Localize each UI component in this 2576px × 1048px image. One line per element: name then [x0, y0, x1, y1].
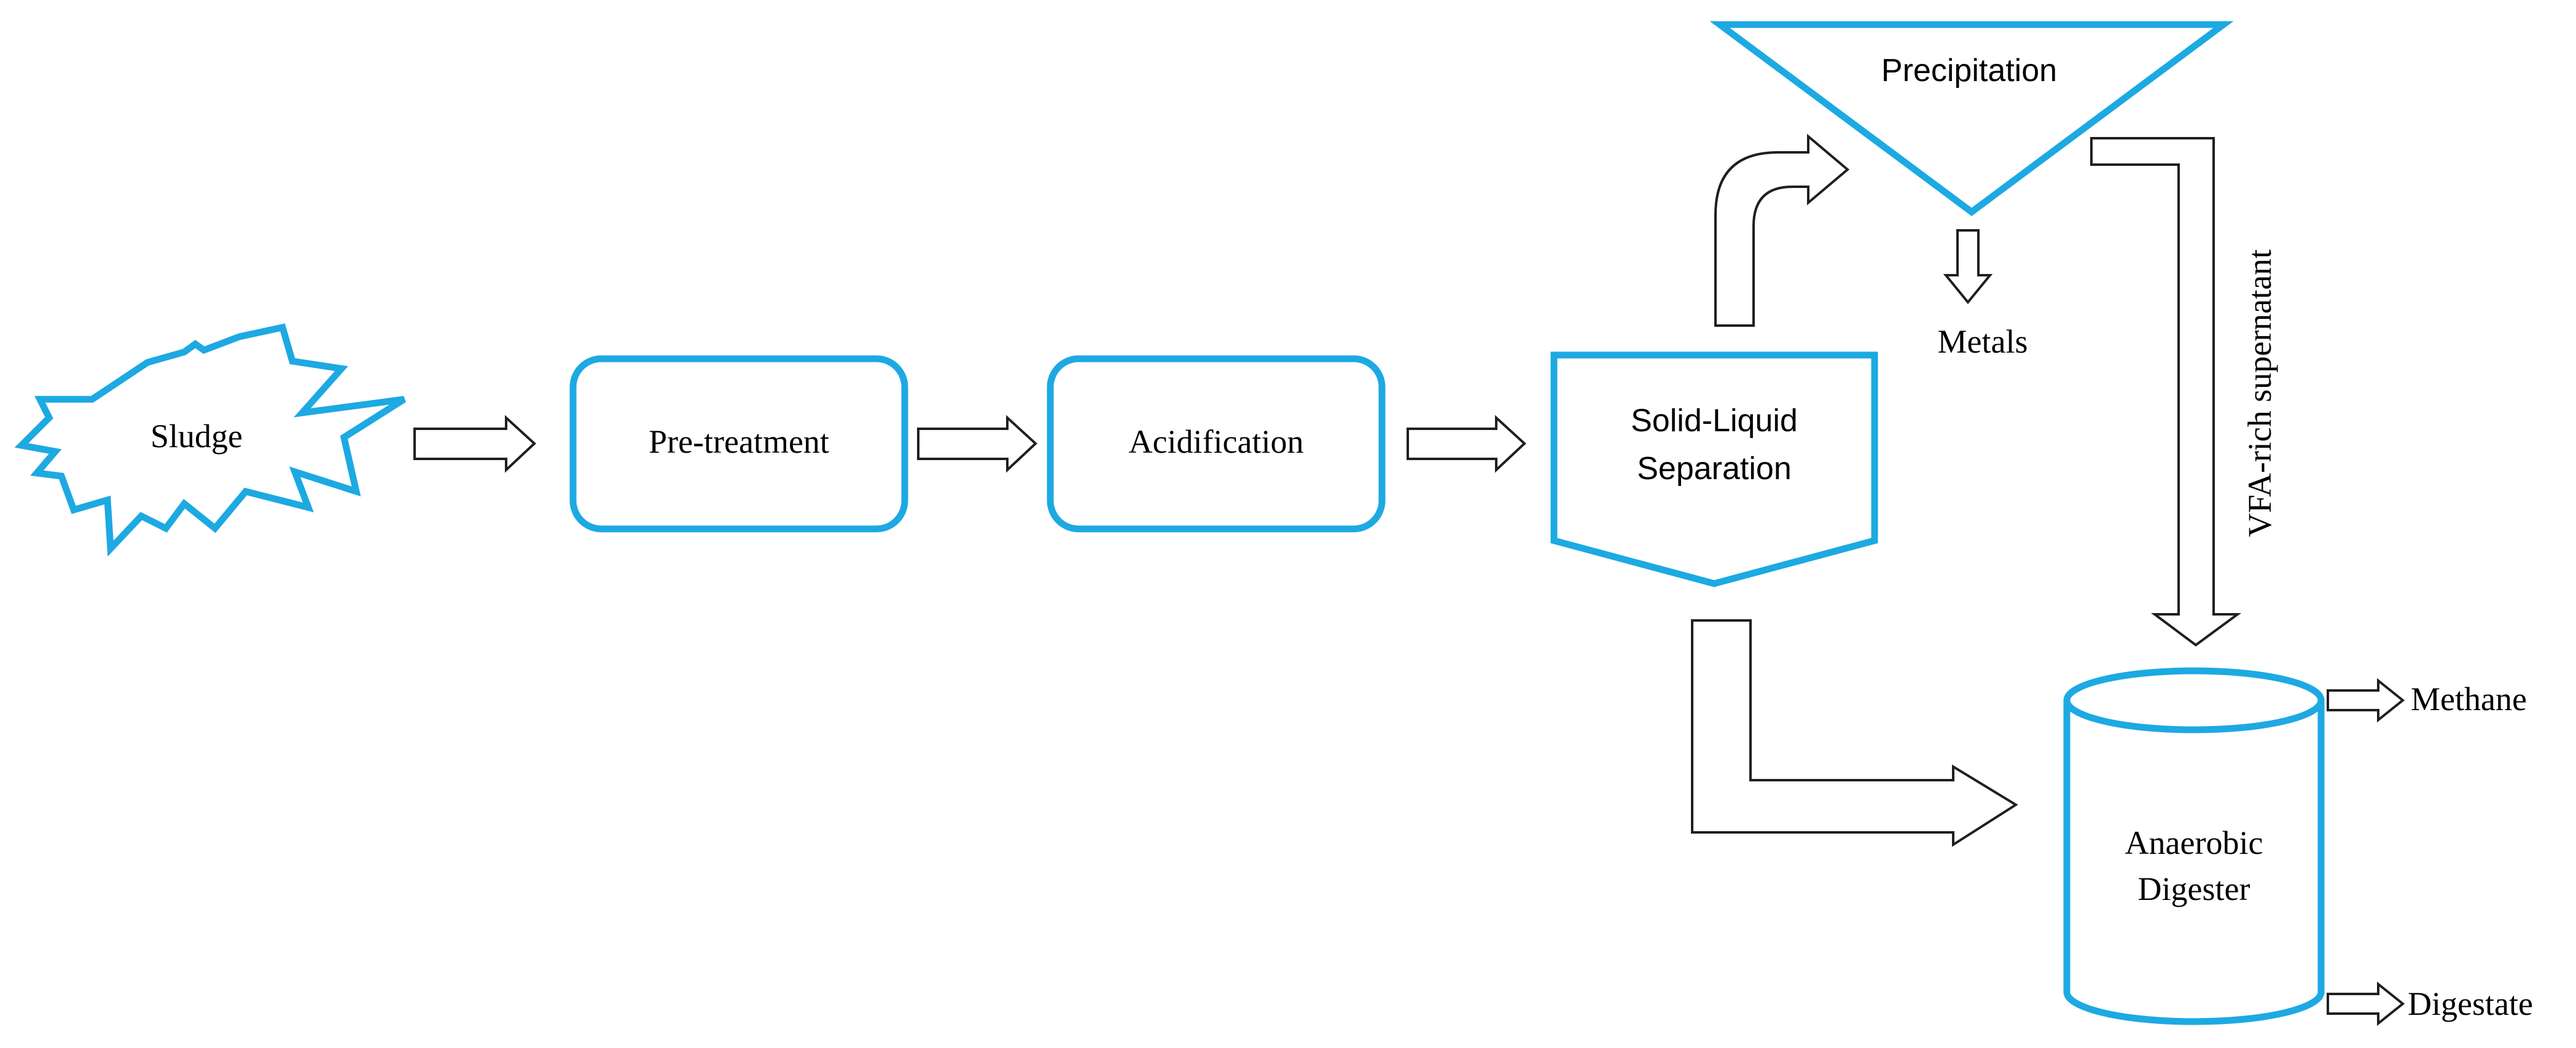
arrow-sludge-to-pretreatment: [413, 415, 536, 473]
digester-label-line2: Digester: [2138, 870, 2250, 907]
precipitation-shape: [1709, 21, 2234, 216]
arrow-separation-to-digester: [1691, 619, 2018, 847]
digestate-label: Digestate: [2408, 985, 2533, 1022]
separation-label-line1: Solid-Liquid: [1631, 403, 1798, 439]
sludge-node: Sludge: [14, 323, 406, 557]
methane-label: Methane: [2411, 681, 2527, 718]
separation-label-line2: Separation: [1637, 451, 1792, 487]
pretreatment-node: Pre-treatment: [569, 355, 908, 533]
metals-label: Metals: [1938, 323, 2028, 360]
vfa-supernatant-label: VFA-rich supernatant: [2241, 249, 2278, 537]
acidification-box: [1047, 355, 1386, 533]
digester-body: [2063, 700, 2325, 1025]
arrow-digester-to-digestate: [2327, 981, 2405, 1026]
arrow-precipitation-to-metals: [1943, 229, 1993, 305]
separation-shape: [1550, 351, 1878, 587]
precipitation-node: Precipitation: [1709, 21, 2234, 216]
digester-top: [2063, 667, 2325, 733]
precipitation-label: Precipitation: [1881, 53, 2057, 88]
arrow-acidification-to-separation: [1407, 415, 1526, 473]
separation-node: Solid-Liquid Separation: [1550, 351, 1878, 587]
acidification-label: Acidification: [1129, 423, 1304, 460]
arrow-pretreatment-to-acidification: [917, 415, 1037, 473]
arrow-precipitation-to-digester: [2090, 137, 2242, 647]
acidification-node: Acidification: [1047, 355, 1386, 533]
sludge-starburst-shape: [14, 323, 406, 557]
pretreatment-label: Pre-treatment: [649, 423, 829, 460]
pretreatment-box: [569, 355, 908, 533]
arrow-digester-to-methane: [2327, 678, 2405, 723]
digester-node: Anaerobic Digester: [2063, 667, 2325, 1025]
arrow-separation-to-precipitation: [1714, 133, 1850, 327]
sludge-label: Sludge: [150, 418, 243, 455]
digester-label-line1: Anaerobic: [2125, 824, 2263, 861]
